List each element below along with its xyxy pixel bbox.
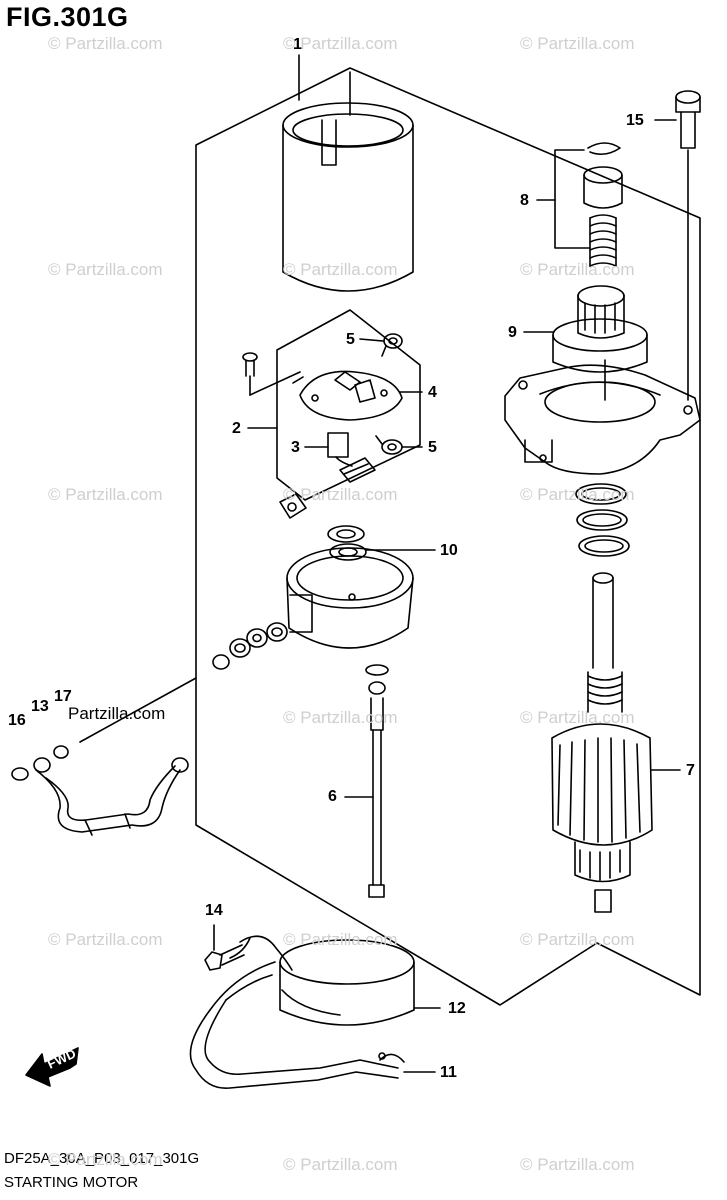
figure-code: DF25A_30A_P03_017_301G	[4, 1150, 200, 1167]
watermark: © Partzilla.com	[48, 930, 163, 949]
mounting-bolt-15	[675, 90, 701, 401]
mounting-strap	[189, 935, 405, 1089]
callout-4: 4	[428, 384, 437, 401]
watermark: © Partzilla.com	[520, 930, 635, 949]
watermark: © Partzilla.com	[283, 708, 398, 727]
stopper-collar	[583, 166, 623, 209]
callout-2: 2	[232, 420, 241, 437]
brush-spring-lower	[375, 435, 403, 455]
figure-title: FIG.301G	[6, 2, 129, 32]
brush	[327, 432, 376, 483]
drive-pinion	[552, 285, 648, 373]
watermark: © Partzilla.com	[48, 485, 163, 504]
callout-13: 13	[31, 698, 49, 715]
clamp-band	[279, 939, 415, 1026]
watermark: © Partzilla.com	[48, 34, 163, 53]
brush-holder-outline	[276, 309, 421, 501]
yoke-housing	[282, 71, 414, 292]
callout-3: 3	[291, 439, 300, 456]
bracket-8	[554, 149, 591, 249]
through-bolt	[365, 664, 389, 898]
callout-9: 9	[508, 324, 517, 341]
square-nut	[279, 493, 307, 519]
callout-15: 15	[626, 112, 644, 129]
terminal-hardware	[79, 622, 288, 743]
leader-5a	[359, 338, 384, 342]
watermark: © Partzilla.com	[520, 34, 635, 53]
return-spring	[589, 214, 617, 267]
brush-holder-plate	[292, 370, 403, 421]
watermark: © Partzilla.com	[283, 930, 398, 949]
callout-5a: 5	[346, 331, 355, 348]
callout-6: 6	[328, 788, 337, 805]
watermark: © Partzilla.com	[283, 34, 398, 53]
rear-end-cover	[286, 547, 414, 649]
bolt-14	[204, 924, 245, 971]
watermark: © Partzilla.com	[48, 260, 163, 279]
callout-14: 14	[205, 902, 223, 919]
shims	[575, 483, 630, 557]
watermark: © Partzilla.com	[520, 485, 635, 504]
watermark: © Partzilla.com	[520, 260, 635, 279]
battery-cable	[11, 745, 189, 836]
watermark: © Partzilla.com	[283, 1155, 398, 1174]
watermark: © Partzilla.com	[48, 1150, 163, 1169]
fwd-arrow	[25, 1047, 79, 1087]
callout-5b: 5	[428, 439, 437, 456]
callout-12: 12	[448, 1000, 466, 1017]
washers	[327, 525, 367, 561]
callout-16: 16	[8, 712, 26, 729]
armature	[551, 572, 653, 913]
assembly-outline	[195, 67, 701, 1006]
site-label: Partzilla.com	[68, 704, 166, 723]
front-bracket	[504, 359, 701, 475]
brush-plate-screw	[242, 352, 301, 396]
callout-10: 10	[440, 542, 458, 559]
watermark: © Partzilla.com	[520, 708, 635, 727]
watermark: © Partzilla.com	[520, 1155, 635, 1174]
brush-spring-upper	[381, 333, 403, 357]
watermark: © Partzilla.com	[283, 485, 398, 504]
callout-8: 8	[520, 192, 529, 209]
callout-1: 1	[293, 36, 302, 53]
figure-name: STARTING MOTOR	[4, 1174, 139, 1191]
callout-17: 17	[54, 688, 72, 705]
callout-7: 7	[686, 762, 695, 779]
stopper-ring	[587, 142, 621, 156]
watermark: © Partzilla.com	[283, 260, 398, 279]
callout-11: 11	[440, 1064, 457, 1081]
